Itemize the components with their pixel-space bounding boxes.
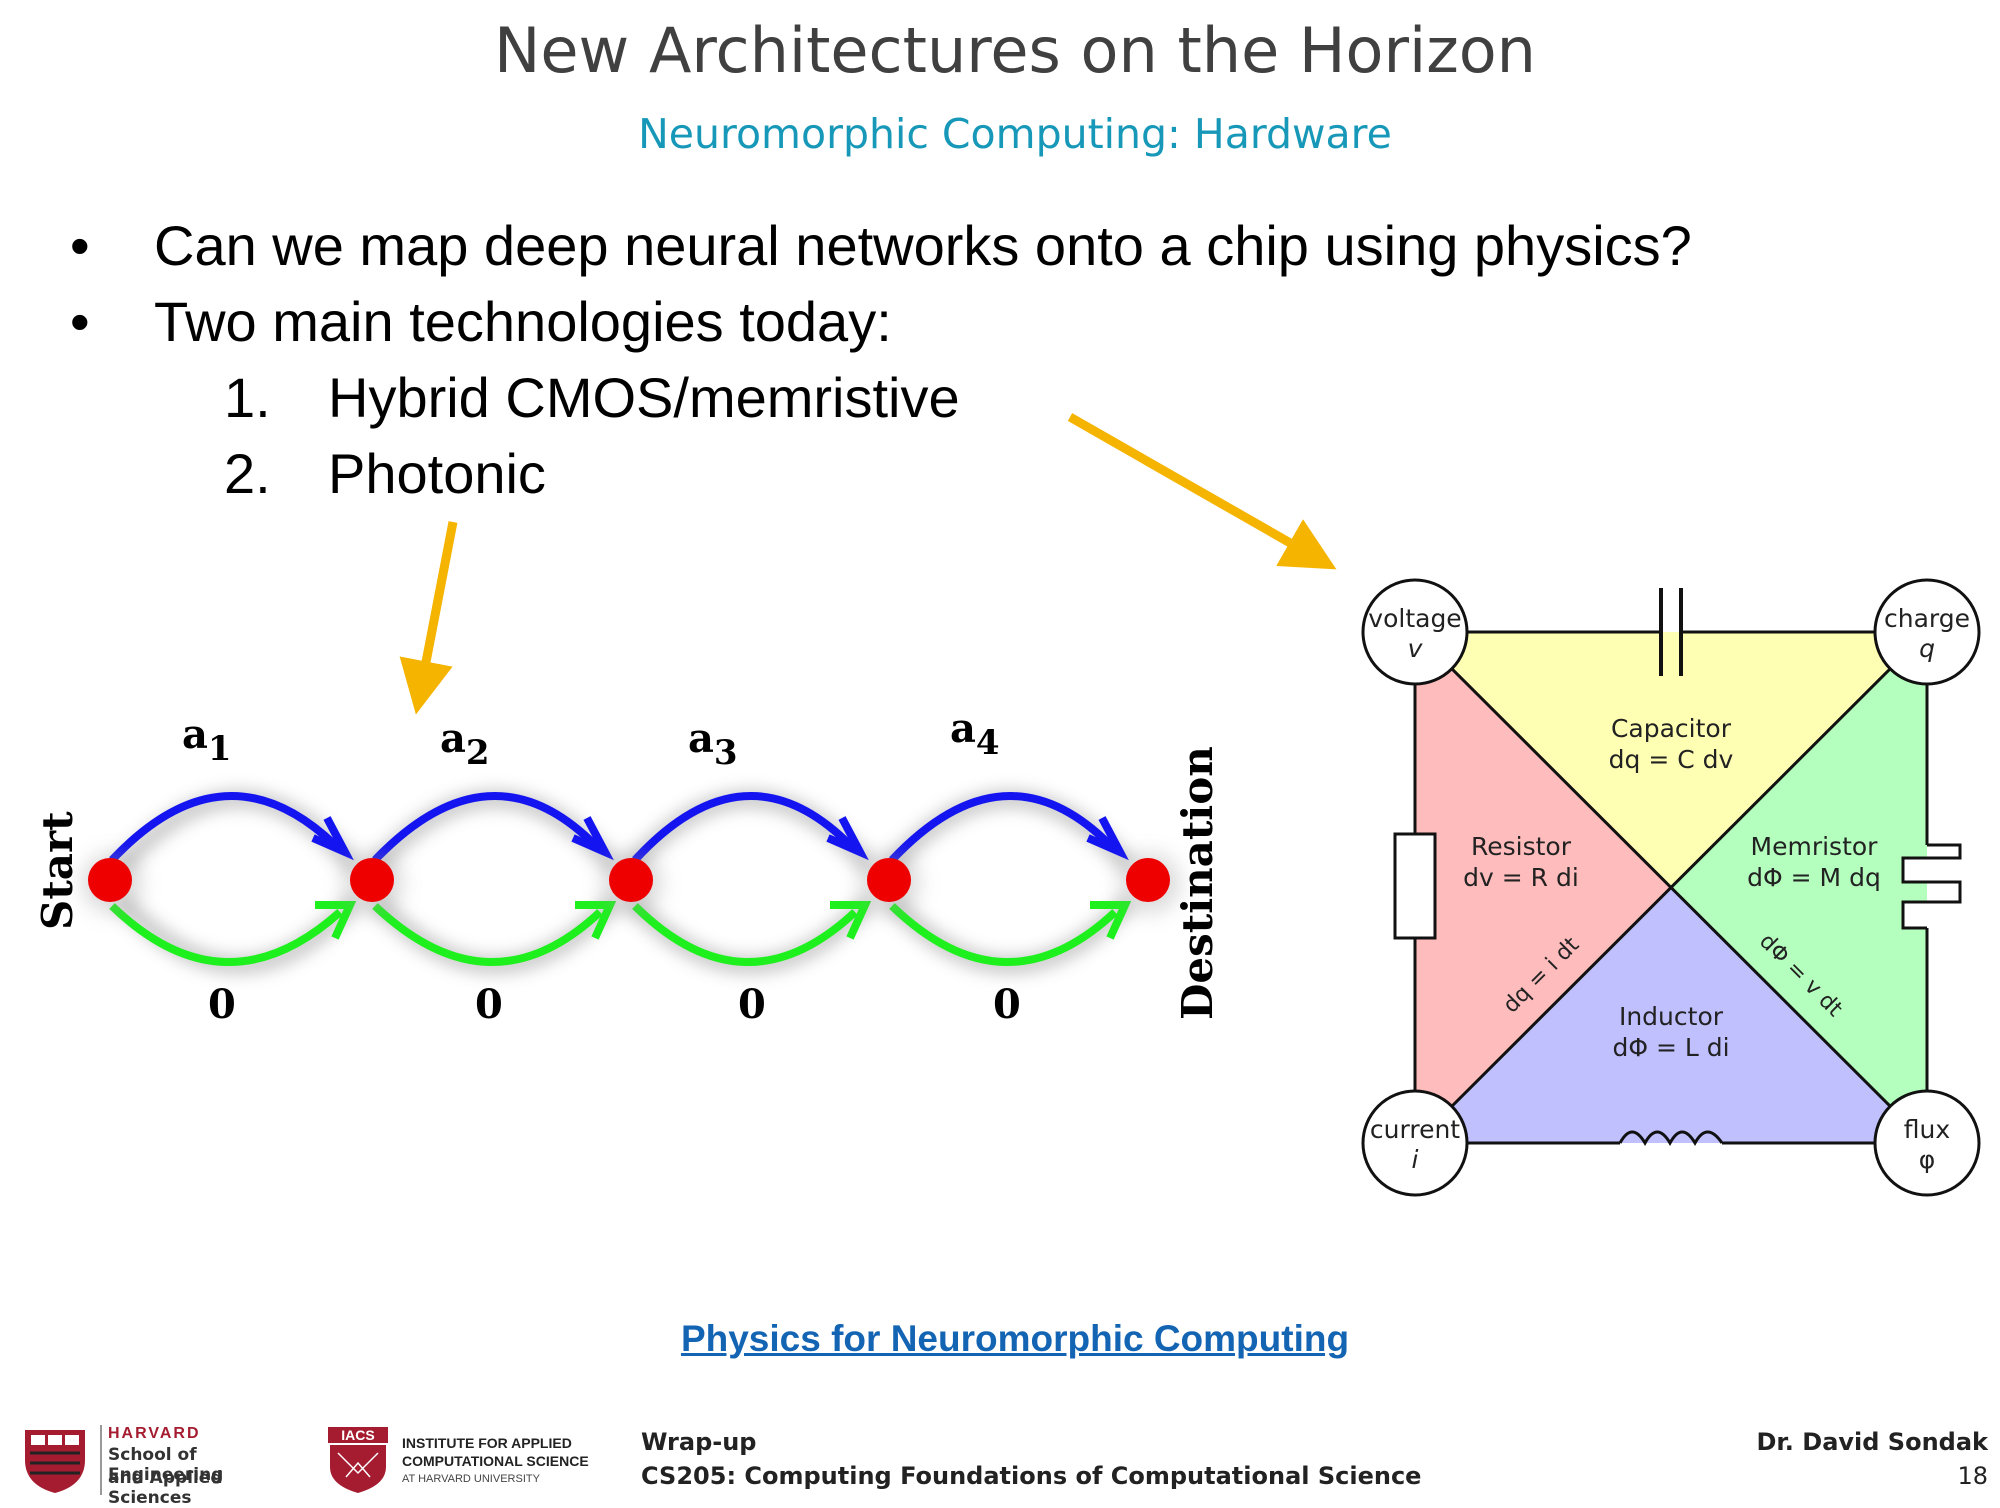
node: [867, 858, 911, 902]
resistor-equation: dv = R di: [1463, 863, 1579, 892]
bottom-label: 0: [475, 981, 503, 1028]
flux-node: [1873, 1089, 1981, 1197]
top-label: a4: [950, 705, 1000, 763]
memristor-label: Memristor: [1751, 832, 1879, 861]
arrowhead: [571, 816, 614, 861]
top-arrow: [372, 792, 598, 863]
bottom-arrow: [372, 903, 603, 966]
memristor-symbol: [1901, 843, 1962, 930]
voltage-symbol: v: [1408, 634, 1424, 663]
numbered-item: 1. Hybrid CMOS/memristive: [224, 370, 960, 426]
physics-neuromorphic-link[interactable]: Physics for Neuromorphic Computing: [680, 1318, 1350, 1359]
bottom-arrow: [109, 903, 343, 966]
top-label: a3: [688, 715, 738, 773]
top-label: a1: [182, 711, 232, 769]
iacs-badge: IACS: [341, 1427, 374, 1443]
seas-harvard: HARVARD: [108, 1425, 201, 1442]
circuit-diagram: voltage v charge q current i flux φ Capa…: [1361, 578, 1981, 1197]
voltage-label: voltage: [1368, 604, 1461, 633]
iacs-line2: COMPUTATIONAL SCIENCE: [402, 1453, 589, 1469]
nodes: [82, 853, 1180, 913]
diagonal-line: [1413, 630, 1929, 1145]
iacs-logo: IACS INSTITUTE FOR APPLIED COMPUTATIONAL…: [326, 1425, 626, 1495]
arrowhead: [830, 901, 872, 940]
resistor-symbol: [1393, 832, 1437, 940]
voltage-node: [1361, 578, 1469, 686]
numbered-item: 2. Photonic: [224, 446, 546, 502]
resistor-label: Resistor: [1471, 832, 1572, 861]
bottom-label: 0: [993, 981, 1021, 1028]
pointer-arrow-memristive: [1067, 413, 1337, 570]
top-arrows: [109, 792, 1129, 863]
arrowhead: [315, 901, 357, 940]
top-arrow: [632, 792, 853, 863]
iacs-shield-icon: IACS: [328, 1427, 388, 1493]
top-arrow: [889, 792, 1113, 863]
flux-label: flux: [1904, 1115, 1950, 1144]
pointer-arrow-photonic: [399, 521, 458, 715]
arrowhead: [1090, 901, 1132, 940]
charge-label: charge: [1884, 604, 1970, 633]
harvard-shield-icon: [25, 1430, 85, 1493]
capacitor-equation: dq = C dv: [1609, 745, 1734, 774]
path-diagram: a1 a2 a3 a4 0 0 0 0 Start Destination: [33, 705, 1222, 1028]
bullet-text: Two main technologies today:: [154, 290, 892, 353]
footer-course: CS205: Computing Foundations of Computat…: [641, 1462, 1422, 1490]
top-label: a2: [440, 715, 490, 773]
top-arrow: [109, 792, 338, 863]
flux-symbol: φ: [1919, 1145, 1936, 1174]
arrowhead: [575, 901, 617, 940]
bullet-dot: •: [70, 214, 90, 277]
arrowhead: [826, 816, 869, 861]
memristor-equation: dΦ = M dq: [1747, 863, 1881, 892]
bullet-text: Can we map deep neural networks onto a c…: [154, 214, 1692, 277]
item-text: Photonic: [328, 442, 546, 505]
arrowhead: [1086, 816, 1129, 861]
inductor-symbol: [1618, 1130, 1724, 1147]
current-label: current: [1370, 1115, 1460, 1144]
seas-line2: and Applied Sciences: [108, 1468, 223, 1508]
footer-section: Wrap-up: [641, 1428, 757, 1456]
item-text: Hybrid CMOS/memristive: [328, 366, 960, 429]
inductor-equation: dΦ = L di: [1612, 1033, 1729, 1062]
iacs-line3: AT HARVARD UNIVERSITY: [402, 1473, 540, 1485]
node: [350, 858, 394, 902]
bottom-arrow: [889, 903, 1118, 966]
bottom-label: 0: [208, 981, 236, 1028]
footer-author: Dr. David Sondak: [1756, 1428, 1988, 1456]
logo-divider: [100, 1425, 102, 1495]
bottom-arrows: [109, 901, 1132, 966]
seas-line1: School of Engineering: [108, 1445, 224, 1485]
slide-subtitle: Neuromorphic Computing: Hardware: [638, 110, 1392, 158]
charge-symbol: q: [1919, 634, 1935, 663]
bullet-dot: •: [70, 290, 90, 353]
node-start: [88, 858, 132, 902]
memristor-region: [1671, 632, 1927, 1143]
arrowhead: [311, 816, 354, 861]
resistor-region: [1415, 632, 1671, 1143]
capacitor-label: Capacitor: [1611, 714, 1732, 743]
bottom-label: 0: [738, 981, 766, 1028]
charge-node: [1873, 578, 1981, 686]
node: [609, 858, 653, 902]
current-node: [1361, 1089, 1469, 1197]
node-destination: [1126, 858, 1170, 902]
seas-logo: HARVARD School of Engineering and Applie…: [20, 1425, 310, 1508]
start-label: Start: [33, 811, 82, 930]
current-symbol: i: [1412, 1145, 1419, 1174]
iacs-line1: INSTITUTE FOR APPLIED: [402, 1435, 572, 1451]
slide-title: New Architectures on the Horizon: [494, 14, 1536, 87]
destination-label: Destination: [1173, 746, 1222, 1020]
bottom-arrow: [632, 903, 858, 966]
item-number: 1.: [224, 366, 271, 429]
item-number: 2.: [224, 442, 271, 505]
capacitor-region: [1415, 632, 1927, 888]
inductor-region: [1415, 888, 1927, 1143]
page-number: 18: [1957, 1462, 1988, 1490]
inductor-label: Inductor: [1619, 1002, 1724, 1031]
